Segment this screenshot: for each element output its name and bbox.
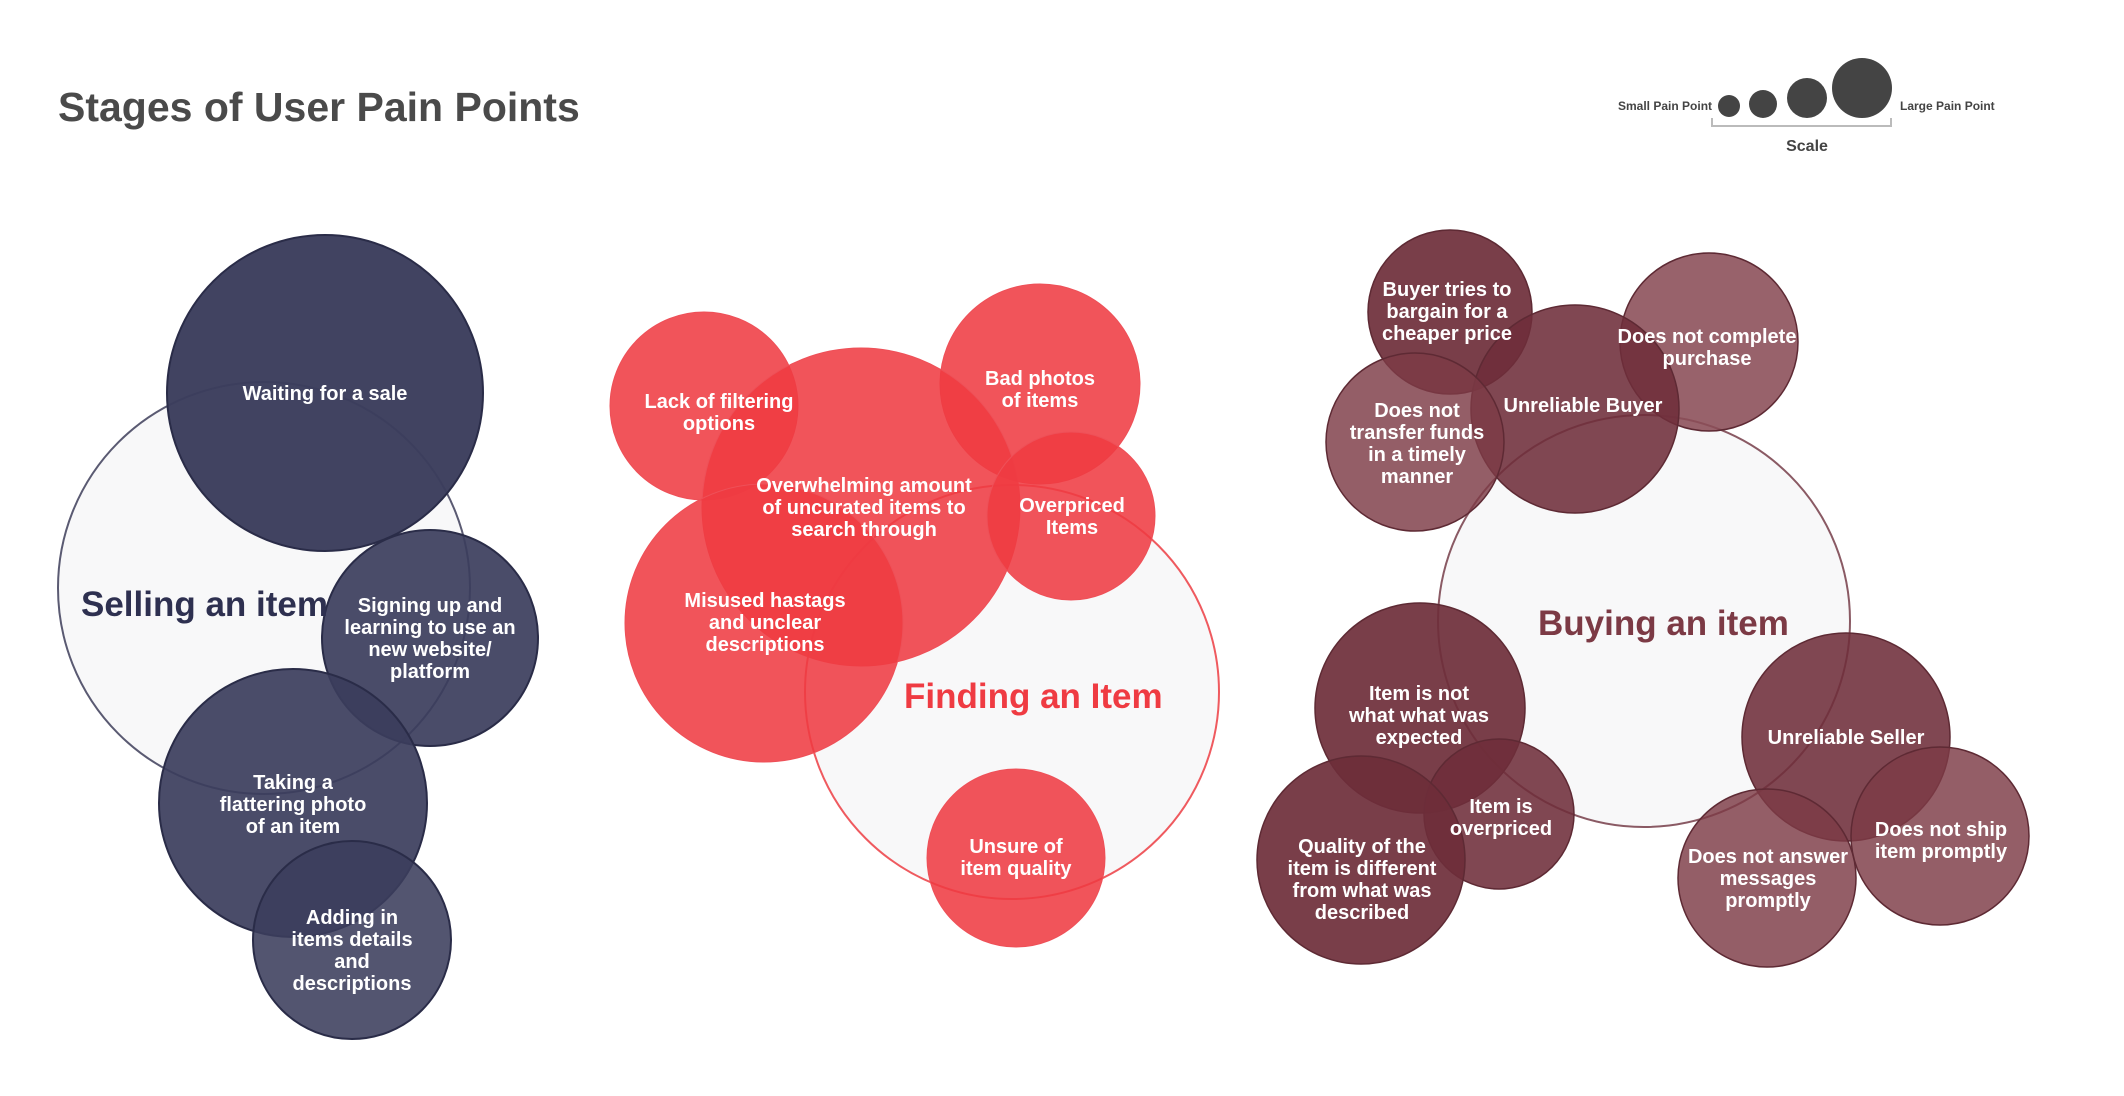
scale-small-label: Small Pain Point [1618, 99, 1712, 113]
stage-label-finding: Finding an Item [904, 677, 1163, 716]
bubble-unsure-quality [926, 768, 1106, 948]
bubble-ship-promptly [1850, 746, 2030, 926]
pain-point-label: Waiting for a sale [243, 383, 408, 405]
bubble-quality-different [1256, 755, 1466, 965]
stage-label-buying: Buying an item [1538, 604, 1789, 643]
scale-legend: Small Pain Point Large Pain Point Scale [1618, 58, 1995, 155]
bubble-overpriced-items [986, 431, 1156, 601]
pain-point-label: Unreliable Buyer [1504, 395, 1663, 417]
scale-dot-lg [1832, 58, 1892, 118]
stage-selling: Selling an item Waiting for a sale Signi… [57, 234, 539, 1040]
bubble-adding-details [252, 840, 452, 1040]
stage-label-selling: Selling an item [81, 585, 328, 624]
page-title: Stages of User Pain Points [58, 84, 580, 130]
scale-large-label: Large Pain Point [1900, 99, 1995, 113]
bubble-waiting-for-sale [166, 234, 484, 552]
bubble-misused-hashtags [624, 483, 904, 763]
bubble-answer-messages [1677, 788, 1857, 968]
pain-point-label: Unreliable Seller [1768, 727, 1925, 749]
scale-caption: Scale [1786, 138, 1828, 155]
scale-bracket [1711, 118, 1892, 127]
scale-dot-sm [1749, 90, 1777, 118]
bubble-signing-up [321, 529, 539, 747]
scale-dot-xs [1718, 95, 1740, 117]
scale-dot-md [1787, 78, 1827, 118]
bubble-transfer-funds [1325, 352, 1505, 532]
